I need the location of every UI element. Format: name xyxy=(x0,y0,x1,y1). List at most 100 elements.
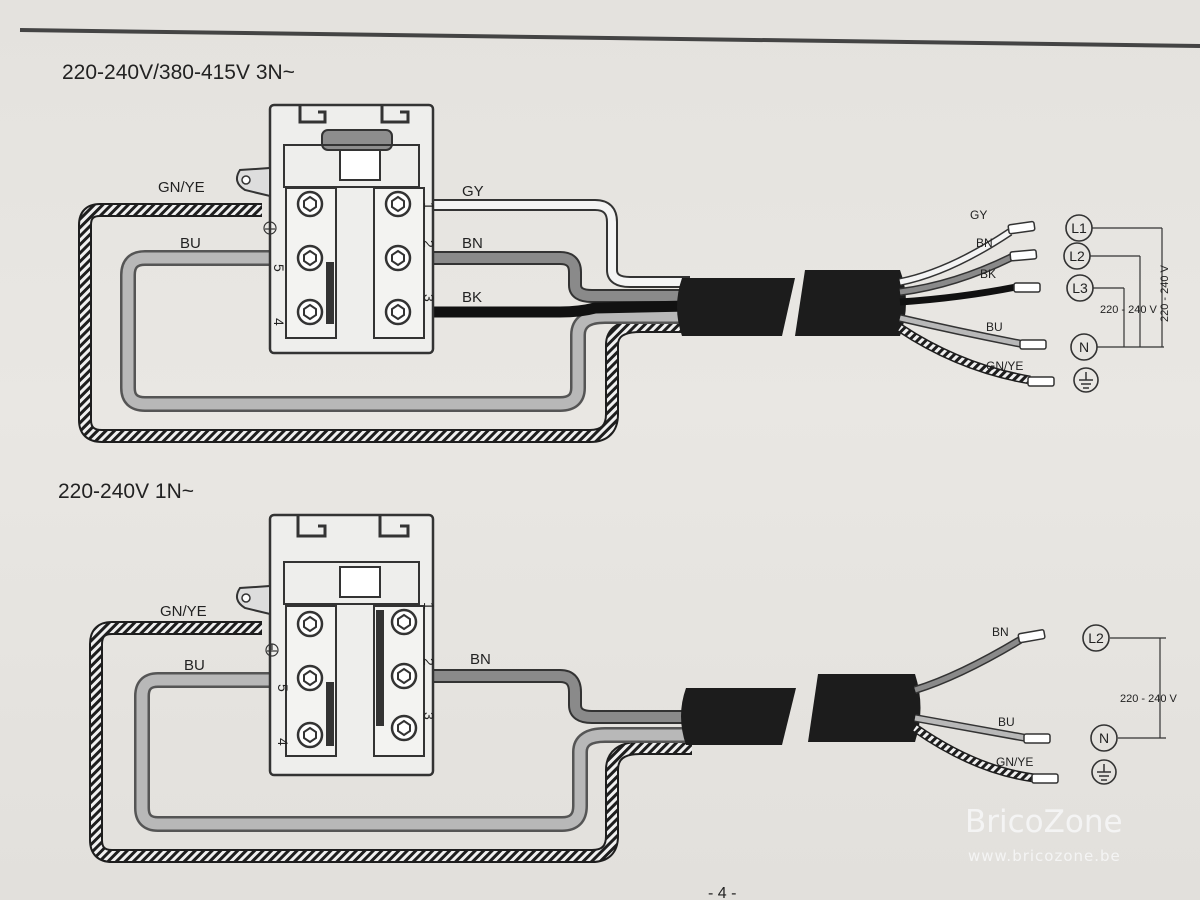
diagram-three-phase: 220-240V/380-415V 3N~ xyxy=(62,61,1171,443)
terminal-block: 4 5 1 2 3 xyxy=(235,513,437,777)
terminal-number-5: 5 xyxy=(275,684,291,692)
cable-sheath-right xyxy=(808,674,921,742)
screw-left-mid xyxy=(296,664,324,692)
terminal-number-5: 5 xyxy=(271,264,287,272)
terminal-n: N xyxy=(1090,724,1118,752)
svg-text:N: N xyxy=(1099,730,1109,746)
svg-text:L2: L2 xyxy=(1088,630,1104,646)
screw-left-top xyxy=(296,610,324,638)
ferrule-bn xyxy=(1009,249,1038,262)
ferrule-gnye xyxy=(1027,376,1055,387)
terminal-number-1: 1 xyxy=(421,602,437,610)
end-label-gnye: GN/YE xyxy=(986,359,1023,373)
end-label-bu: BU xyxy=(998,715,1015,729)
screw-left-mid xyxy=(296,244,324,272)
label-bu: BU xyxy=(184,657,205,674)
terminal-l2: L2 xyxy=(1082,624,1110,652)
watermark-url: www.bricozone.be xyxy=(968,847,1121,865)
diagram-title: 220-240V/380-415V 3N~ xyxy=(62,61,295,84)
voltage-label-2: 220 - 240 V xyxy=(1159,264,1171,322)
voltage-label: 220 - 240 V xyxy=(1120,693,1178,705)
earth-ground-icon xyxy=(263,221,277,235)
brown-wire-outline xyxy=(410,669,692,724)
ferrule-bk xyxy=(1013,282,1041,293)
end-wire-bn xyxy=(899,254,1014,295)
screw-right-top xyxy=(390,608,418,636)
terminal-l2: L2 xyxy=(1063,242,1091,270)
end-wire-bk xyxy=(899,283,1017,306)
label-gnye: GN/YE xyxy=(158,179,205,196)
ferrule-gy xyxy=(1007,220,1036,235)
end-wire-bu xyxy=(899,315,1023,347)
end-label-gnye: GN/YE xyxy=(996,755,1033,769)
screw-right-bottom xyxy=(390,714,418,742)
ferrule-bu xyxy=(1023,733,1051,744)
screw-left-bottom xyxy=(296,721,324,749)
end-label-gy: GY xyxy=(970,208,987,222)
ferrule-bn xyxy=(1017,629,1046,644)
terminal-number-3: 3 xyxy=(421,294,437,302)
end-wire-gnye xyxy=(898,325,1031,383)
ground-wire-gnye xyxy=(91,623,692,861)
black-wire-bk xyxy=(400,300,691,318)
terminal-number-4: 4 xyxy=(271,318,287,326)
cable-sheath-left xyxy=(677,278,795,336)
label-bu: BU xyxy=(180,235,201,252)
cable-sheath-left xyxy=(681,688,796,745)
end-wire-gy xyxy=(899,229,1012,285)
svg-text:L3: L3 xyxy=(1072,280,1088,296)
terminal-l3: L3 xyxy=(1066,274,1094,302)
end-label-bn: BN xyxy=(976,236,993,250)
svg-text:N: N xyxy=(1079,339,1089,355)
ferrule-bu xyxy=(1019,339,1047,350)
blue-wire-bu xyxy=(136,674,692,830)
page-top-rule xyxy=(19,28,1200,48)
screw-left-top xyxy=(296,190,324,218)
terminal-l1: L1 xyxy=(1065,214,1093,242)
terminal-n: N xyxy=(1070,333,1098,361)
brown-wire-bn xyxy=(410,671,692,722)
terminal-block: 4 5 1 2 3 xyxy=(235,103,437,355)
end-wire-gnye xyxy=(913,725,1035,781)
terminal-number-1: 1 xyxy=(421,202,437,210)
ground-wire-gnye xyxy=(80,205,690,441)
screw-right-top xyxy=(384,190,412,218)
earth-ground-icon xyxy=(265,643,279,657)
svg-text:L2: L2 xyxy=(1069,248,1085,264)
grey-wire-outline xyxy=(400,199,690,288)
earth-ground-icon xyxy=(1073,367,1099,393)
label-bn: BN xyxy=(462,235,483,252)
grey-wire-gy xyxy=(400,201,690,286)
terminal-number-2: 2 xyxy=(421,658,437,666)
earth-ground-icon xyxy=(1091,759,1117,785)
end-label-bk: BK xyxy=(980,267,996,281)
label-gy: GY xyxy=(462,183,484,200)
end-wire-bu xyxy=(914,715,1027,741)
svg-text:L1: L1 xyxy=(1071,220,1087,236)
terminal-number-2: 2 xyxy=(421,240,437,248)
voltage-brackets xyxy=(1090,227,1164,348)
page-number: - 4 - xyxy=(708,885,736,900)
terminal-number-3: 3 xyxy=(421,712,437,720)
label-bk: BK xyxy=(462,289,482,306)
terminal-number-4: 4 xyxy=(275,738,291,746)
screw-left-bottom xyxy=(296,298,324,326)
voltage-bracket xyxy=(1110,637,1166,739)
blue-wire-bu xyxy=(122,252,690,410)
ferrule-gnye xyxy=(1031,773,1059,784)
watermark-brand: BricoZone xyxy=(965,804,1123,840)
label-bn: BN xyxy=(470,651,491,668)
voltage-label-1: 220 - 240 V xyxy=(1100,304,1158,316)
end-label-bn: BN xyxy=(992,625,1009,639)
label-gnye: GN/YE xyxy=(160,603,207,620)
brown-wire-bn xyxy=(400,253,690,301)
screw-right-mid xyxy=(384,244,412,272)
screw-right-bottom xyxy=(384,298,412,326)
diagram-title: 220-240V 1N~ xyxy=(58,480,194,503)
screw-right-mid xyxy=(390,662,418,690)
end-label-bu: BU xyxy=(986,320,1003,334)
diagram-single-phase: 220-240V 1N~ 4 5 1 xyxy=(58,480,1178,863)
end-wire-bn xyxy=(914,637,1022,693)
cable-sheath-right xyxy=(795,270,906,336)
